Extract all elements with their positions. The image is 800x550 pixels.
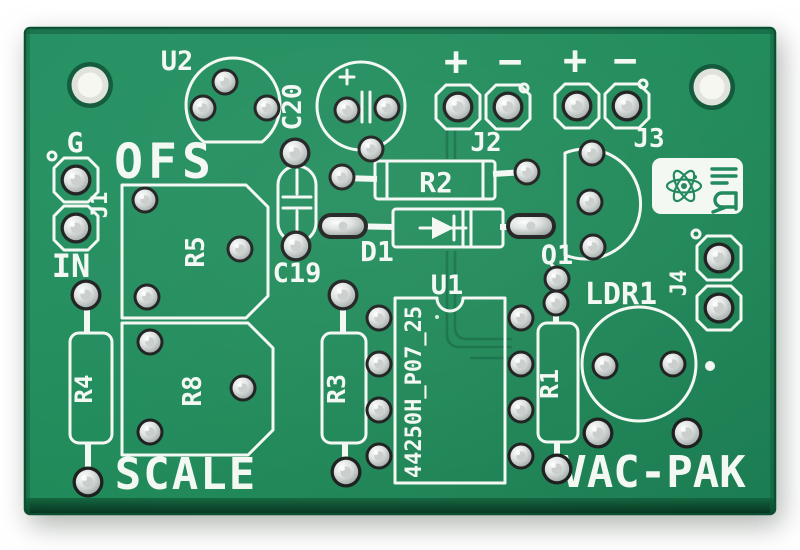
solder-pad [611, 90, 643, 122]
solder-pad [513, 158, 541, 186]
solder-pad [507, 396, 535, 424]
label-g: G [67, 126, 84, 159]
label-r4: R4 [70, 375, 98, 404]
solder-pad [365, 442, 393, 470]
solder-pad [542, 289, 570, 317]
dust-speck [435, 315, 439, 319]
solder-pad [136, 418, 164, 446]
label-d1: D1 [360, 235, 394, 268]
label-in: IN [52, 247, 91, 285]
j3-minus: − [613, 38, 637, 84]
solder-pad [330, 456, 362, 488]
pcb-board [23, 26, 777, 516]
label-r8: R8 [178, 375, 208, 406]
solder-pad [211, 68, 239, 96]
solder-pad [133, 283, 161, 311]
solder-pad [703, 292, 735, 324]
board-top-edge [26, 29, 774, 34]
solder-pad [579, 233, 607, 261]
solder-pad [333, 96, 361, 124]
solder-pad [229, 374, 257, 402]
solder-pad [60, 212, 92, 244]
label-j4: J4 [667, 270, 692, 297]
label-ofs: OFS [114, 134, 216, 190]
solder-pad [226, 235, 254, 263]
solder-pad [541, 453, 573, 485]
label-j1: J1 [88, 192, 113, 219]
label-u1-part-number: 44250H_P07_25 [402, 306, 427, 478]
solder-pad [365, 304, 393, 332]
solder-pad [327, 279, 359, 311]
j2-minus: − [498, 39, 522, 85]
ldr1-dot-mark [705, 361, 715, 371]
solder-pad [328, 163, 356, 191]
solder-pad [365, 396, 393, 424]
solder-pad [578, 139, 606, 167]
solder-pad [365, 350, 393, 378]
solder-pad [72, 466, 104, 498]
board-substrate [23, 26, 777, 516]
label-vac-pak: VAC-PAK [560, 447, 746, 498]
label-scale: SCALE [115, 449, 257, 500]
solder-pad [70, 279, 102, 311]
solder-pad [280, 230, 312, 262]
board-left-edge [26, 29, 30, 513]
solder-pad [131, 186, 159, 214]
solder-pad [60, 164, 92, 196]
solder-pad [492, 91, 524, 123]
solder-pad [136, 328, 164, 356]
solder-pad [253, 94, 281, 122]
solder-pad [582, 417, 614, 449]
oval-pad [318, 213, 368, 239]
label-r1: R1 [535, 369, 564, 399]
solder-pad [659, 350, 687, 378]
label-c20: C20 [278, 84, 308, 131]
solder-pad [507, 350, 535, 378]
label-u2: U2 [161, 46, 194, 77]
solder-pad [279, 137, 311, 169]
j2-plus: + [444, 39, 468, 85]
solder-pad [576, 188, 604, 216]
label-c19: C19 [273, 258, 322, 289]
solder-pad [189, 94, 217, 122]
label-u1: U1 [431, 270, 464, 301]
solder-pad [507, 304, 535, 332]
solder-pad [671, 417, 703, 449]
board-bottom-edge [26, 498, 774, 513]
label-r5: R5 [181, 236, 211, 267]
label-j2: J2 [470, 128, 501, 158]
j3-plus: + [563, 38, 587, 84]
solder-pad [591, 352, 619, 380]
maker-logo [652, 158, 743, 214]
oval-pad [506, 213, 556, 239]
label-j3: J3 [633, 124, 664, 154]
solder-pad [543, 265, 571, 293]
solder-pad [507, 442, 535, 470]
solder-pad [357, 135, 385, 163]
mounting-hole [67, 62, 113, 108]
board-right-edge [770, 29, 774, 513]
solder-pad [561, 90, 593, 122]
solder-pad [373, 94, 401, 122]
label-r3: R3 [322, 374, 351, 404]
solder-pad [703, 242, 735, 274]
label-r2: R2 [419, 166, 453, 199]
solder-pad [442, 91, 474, 123]
mounting-hole [689, 64, 735, 110]
